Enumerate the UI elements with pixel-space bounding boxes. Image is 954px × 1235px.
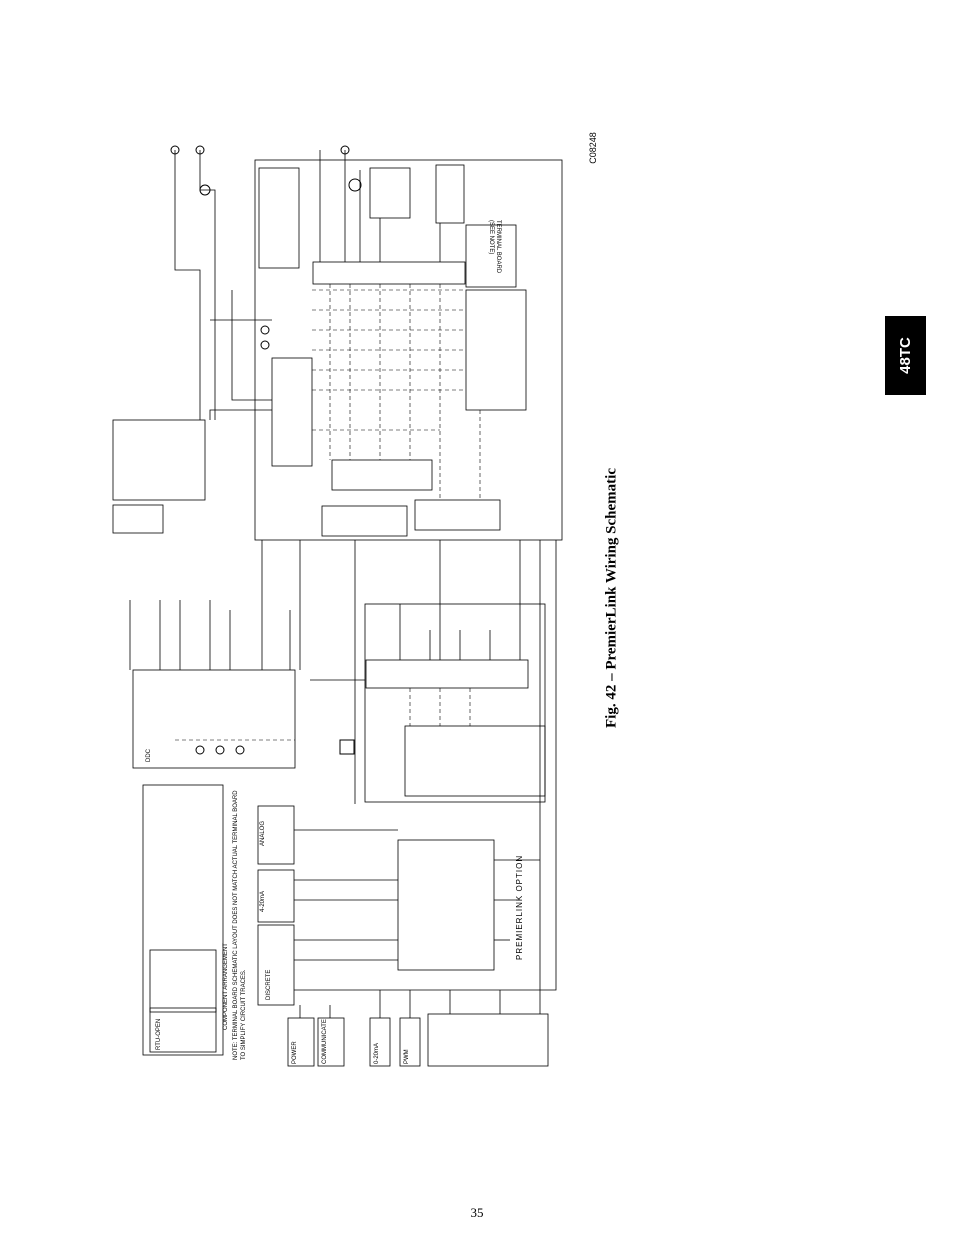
ma-4-20-label: 4-20mA: [260, 891, 266, 912]
ddc-board: [132, 669, 296, 769]
relay-block-top: [369, 167, 411, 219]
rtu-open-label: RTU-OPEN: [156, 1019, 162, 1050]
control-block-left: [258, 167, 300, 269]
pwm-connector: [399, 1017, 421, 1067]
figure-caption: Fig. 42 – PremierLink Wiring Schematic: [603, 468, 620, 728]
control-board: [271, 357, 313, 467]
note-line-2: TO SIMPLIFY CIRCUIT TRACES.: [241, 969, 247, 1060]
ma-connector: [257, 869, 295, 923]
component-arrangement-label: COMPONENT ARRANGEMENT: [223, 943, 229, 1030]
terminal-board-box: [435, 164, 465, 224]
analog-connector: [257, 805, 295, 865]
relay-terminal-strip: [365, 659, 529, 689]
page-number: 35: [470, 1205, 484, 1220]
see-note-label: (SEE NOTE): [488, 220, 494, 254]
ma-0-20-label: 0-20mA: [374, 1043, 380, 1064]
connector-block-right-top: [465, 224, 517, 288]
terminal-strip-mid: [331, 459, 433, 491]
section-tab: 48TC: [885, 316, 926, 395]
aux-box: [112, 504, 164, 534]
premierlink-layout: [149, 1007, 217, 1053]
premierlink-relay-section: [364, 603, 546, 803]
power-label: POWER: [292, 1041, 298, 1064]
pwm-label: PWM: [404, 1049, 410, 1064]
sensor-table: [397, 839, 495, 971]
component-arrangement: [142, 784, 224, 1056]
ma-0-20-connector: [369, 1017, 391, 1067]
terminal-board-layout: [149, 949, 217, 1013]
connector-block-right: [465, 289, 527, 411]
analog-label: ANALOG: [260, 821, 266, 846]
sensor-block: [404, 725, 546, 797]
premierlink-option-label: PREMIERLINK OPTION: [515, 855, 524, 960]
discrete-connector: [257, 924, 295, 1006]
communicate-connector: [317, 1017, 345, 1067]
terminal-strip-mid-left: [321, 505, 408, 537]
ignition-board: [112, 419, 206, 501]
j8-connector: [427, 1013, 549, 1067]
discrete-label: DISCRETE: [266, 970, 272, 1000]
power-connector: [287, 1017, 315, 1067]
ddc-label: DDC: [146, 748, 152, 762]
note-line-1: NOTE: TERMINAL BOARD SCHEMATIC LAYOUT DO…: [233, 790, 239, 1060]
communicate-label: COMMUNICATE: [322, 1019, 328, 1064]
terminal-strip-top: [312, 261, 466, 285]
main-board-outline: [254, 159, 563, 541]
terminal-strip-mid-right: [414, 499, 501, 531]
terminal-board-label: TERMINAL BOARD: [495, 220, 501, 274]
